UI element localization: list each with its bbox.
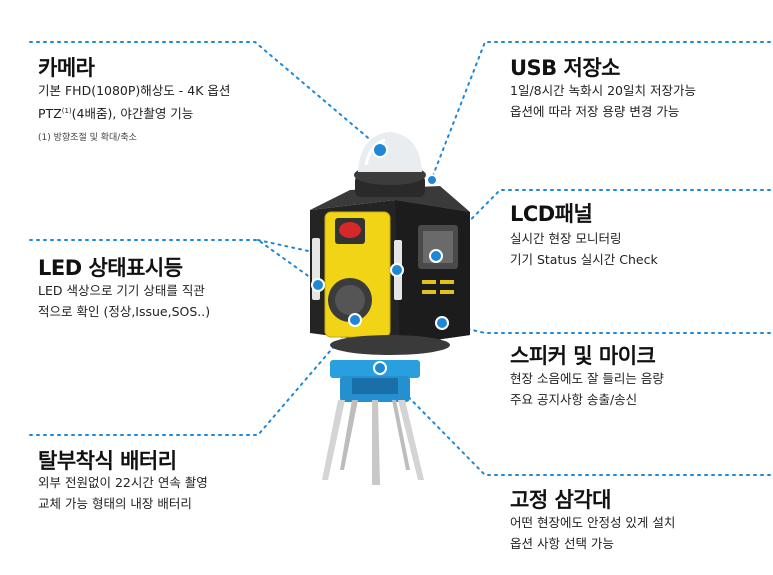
leader-speaker <box>441 322 771 334</box>
speaker-desc-line2: 주요 공지사항 송출/송신 <box>510 392 638 407</box>
tripod-desc: 어떤 현장에도 안정성 있게 설치 옵션 사항 선택 가능 <box>510 512 675 554</box>
led-title: LED 상태표시등 <box>38 256 183 280</box>
tripod <box>322 360 424 485</box>
camera-desc-line1: 기본 FHD(1080P)해상도 - 4K 옵션 <box>38 83 231 98</box>
battery-desc-line1: 외부 전원없이 22시간 연속 촬영 <box>38 475 208 490</box>
leader-battery <box>29 321 356 436</box>
battery-desc-line2: 교체 가능 형태의 내장 배터리 <box>38 496 192 511</box>
battery-title: 탈부착식 배터리 <box>38 449 177 473</box>
camera-footnote-mark: (1) <box>61 107 72 115</box>
leader-tripod <box>379 367 771 476</box>
dome-camera <box>354 132 426 197</box>
speaker-desc: 현장 소음에도 잘 들리는 음량 주요 공지사항 송출/송신 <box>510 368 664 410</box>
usb-desc-line1: 1일/8시간 녹화시 20일치 저장가능 <box>510 83 696 98</box>
led-desc-line1: LED 색상으로 기기 상태를 직관 <box>38 283 205 298</box>
camera-body <box>310 186 470 355</box>
leader-camera <box>29 41 381 149</box>
led-desc-line2: 적으로 확인 (정상,Issue,SOS..) <box>38 304 211 319</box>
camera-ptz-rest: (4배줌), 야간촬영 기능 <box>71 106 194 122</box>
tripod-desc-line1: 어떤 현장에도 안정성 있게 설치 <box>510 515 676 530</box>
camera-title: 카메라 <box>38 56 95 80</box>
anchor-dots <box>311 142 449 375</box>
camera-footnote: (1) 방향조절 및 확대/축소 <box>38 133 137 143</box>
usb-title: USB 저장소 <box>510 56 620 80</box>
speaker-desc-line1: 현장 소음에도 잘 들리는 음량 <box>510 371 664 386</box>
leader-led-left <box>29 239 319 284</box>
lcd-desc-line2: 기기 Status 실시간 Check <box>510 252 658 267</box>
lcd-desc-line1: 실시간 현장 모니터링 <box>510 231 622 246</box>
usb-desc: 1일/8시간 녹화시 20일치 저장가능 옵션에 따라 저장 용량 변경 가능 <box>510 80 696 122</box>
battery-desc: 외부 전원없이 22시간 연속 촬영 교체 가능 형태의 내장 배터리 <box>38 472 208 514</box>
tripod-title: 고정 삼각대 <box>510 488 611 512</box>
lcd-title: LCD패널 <box>510 202 593 226</box>
tripod-desc-line2: 옵션 사항 선택 가능 <box>510 536 614 551</box>
speaker-title: 스피커 및 마이크 <box>510 344 656 368</box>
usb-desc-line2: 옵션에 따라 저장 용량 변경 가능 <box>510 104 680 119</box>
led-desc: LED 색상으로 기기 상태를 직관 적으로 확인 (정상,Issue,SOS.… <box>38 280 210 322</box>
camera-desc: 기본 FHD(1080P)해상도 - 4K 옵션 PTZ(1)(4배줌), 야간… <box>38 80 230 124</box>
camera-ptz: PTZ <box>38 106 62 122</box>
camera-desc-line2: PTZ(1)(4배줌), 야간촬영 기능 <box>38 101 230 124</box>
lcd-desc: 실시간 현장 모니터링 기기 Status 실시간 Check <box>510 228 658 270</box>
